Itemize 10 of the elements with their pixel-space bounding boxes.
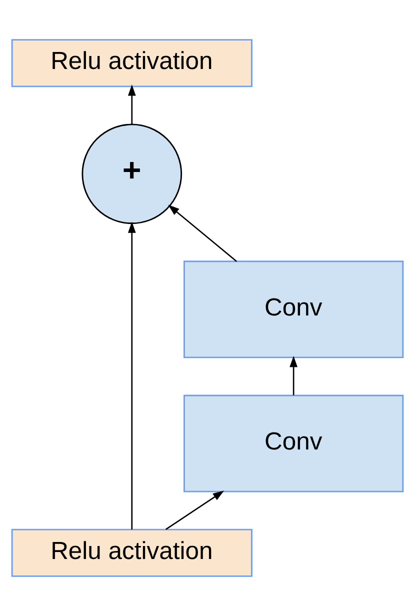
node-circle: + xyxy=(82,123,182,224)
node-box: Conv xyxy=(183,394,404,492)
arrow xyxy=(168,204,237,262)
arrow xyxy=(128,221,136,529)
arrow xyxy=(290,355,298,395)
node-box: Conv xyxy=(183,260,404,358)
node-box: Relu activation xyxy=(11,528,252,576)
arrow xyxy=(165,490,224,530)
node-box: Relu activation xyxy=(11,38,252,87)
arrow xyxy=(128,84,136,124)
